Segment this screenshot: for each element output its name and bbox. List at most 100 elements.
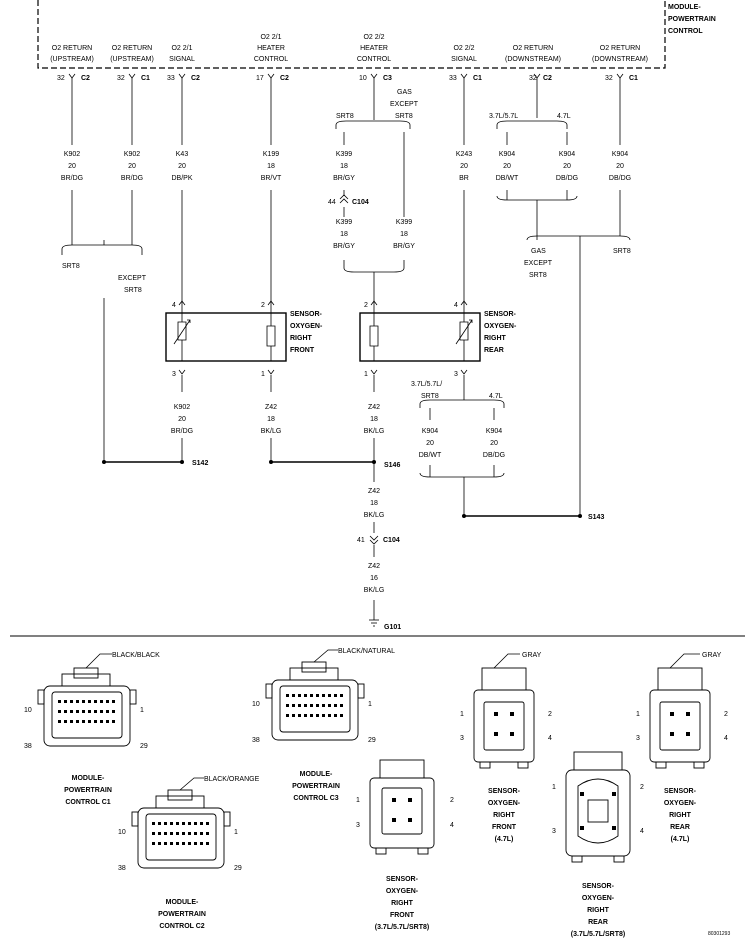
connector-pin: 4: [724, 735, 728, 742]
connector-pin: 10: [24, 707, 32, 714]
connector-pin: 29: [140, 743, 148, 750]
connector-name: OXYGEN-: [386, 888, 419, 895]
connector-ref: C3: [383, 75, 392, 82]
pin-label: O2 RETURN: [52, 45, 92, 52]
sensor-pin: 1: [364, 371, 368, 378]
connector-name: (3.7L/5.7L/SRT8): [571, 931, 625, 938]
connector-name: SENSOR-: [488, 788, 521, 795]
module-pin-chevrons: [68, 73, 624, 79]
branch-gas-line2: EXCEPT: [524, 260, 553, 267]
wire-gauge: 20: [563, 163, 571, 170]
sensor-oxygen-right-front: 4 2 3 1 SENSOR- OXYGEN- RIGHT FRONT: [165, 300, 323, 378]
pin-number: 33: [167, 75, 175, 82]
connector-pin: 1: [140, 707, 144, 714]
connector-ref: C2: [81, 75, 90, 82]
connector-pin: 1: [356, 797, 360, 804]
wire-color: DB/WT: [419, 452, 442, 459]
connector-pin: 3: [460, 735, 464, 742]
connector-pin: 1: [234, 829, 238, 836]
connector-name: CONTROL C2: [159, 923, 204, 930]
branch-except-srt8-line2: SRT8: [124, 287, 142, 294]
connector-pin: 1: [636, 711, 640, 718]
wire-color: BK/LG: [364, 428, 385, 435]
connector-pin: 29: [234, 865, 242, 872]
wire-gauge: 18: [267, 163, 275, 170]
wire-color: BR: [459, 175, 469, 182]
wire-labels-upper: K902 20 BR/DG K902 20 BR/DG K43 20 DB/PK…: [61, 151, 631, 250]
wire-id: K904: [486, 428, 502, 435]
wire-gauge: 20: [460, 163, 468, 170]
connector-name: REAR: [670, 824, 690, 831]
connector-pcm-c2: BLACK/ORANGE 10 1 38 29 MODULE- POWERTRA…: [118, 776, 260, 930]
wire-gauge: 20: [503, 163, 511, 170]
wire-color: BR/GY: [333, 175, 355, 182]
wire-gauge: 16: [370, 575, 378, 582]
sensor-pin: 3: [454, 371, 458, 378]
inline-connector-ref: C104: [352, 199, 369, 206]
sensor-pin: 4: [454, 302, 458, 309]
inline-connector-c104-upper: 44 C104: [328, 194, 369, 206]
branch-47: 4.7L: [489, 393, 503, 400]
wire-id: K902: [174, 404, 190, 411]
pin-label: (UPSTREAM): [110, 56, 154, 63]
splice-dot: [578, 514, 582, 518]
splice-dot: [102, 460, 106, 464]
pin-number: 32: [529, 75, 537, 82]
wire-id: K902: [64, 151, 80, 158]
module-pin-labels: O2 RETURN (UPSTREAM) O2 RETURN (UPSTREAM…: [50, 34, 648, 63]
wire-id: Z42: [368, 563, 380, 570]
branch-except-srt8-line1: EXCEPT: [118, 275, 147, 282]
wire-color: BK/LG: [364, 587, 385, 594]
wire-gauge: 20: [68, 163, 76, 170]
connector-pcm-c3: BLACK/NATURAL 10 1 38 29 MODULE- POWERTR…: [252, 648, 395, 802]
connector-pin: 3: [356, 822, 360, 829]
connector-pin: 1: [368, 701, 372, 708]
connector-pin: 1: [460, 711, 464, 718]
connector-color: GRAY: [522, 652, 542, 659]
branch-labels: SRT8 EXCEPT SRT8 SRT8 GAS EXCEPT SRT8 3.…: [62, 89, 631, 400]
pin-number: 17: [256, 75, 264, 82]
wire-color: BR/GY: [333, 243, 355, 250]
branch-gas-line2: EXCEPT: [390, 101, 419, 108]
wire-id: K904: [499, 151, 515, 158]
connector-pin: 4: [640, 828, 644, 835]
connector-pin: 4: [548, 735, 552, 742]
pin-label: O2 RETURN: [112, 45, 152, 52]
inline-connector-ref: C104: [383, 537, 400, 544]
pin-label: O2 2/2: [453, 45, 474, 52]
sensor-label: RIGHT: [484, 335, 507, 342]
connector-name: RIGHT: [493, 812, 516, 819]
connector-o2-rear-47: GRAY 1 2 3 4 SENSOR- OXYGEN- RIGHT REAR …: [636, 652, 728, 843]
pin-label: CONTROL: [254, 56, 288, 63]
pin-number: 33: [449, 75, 457, 82]
sensor-label: OXYGEN-: [484, 323, 517, 330]
wire-id: K904: [559, 151, 575, 158]
wire-id: K43: [176, 151, 189, 158]
wire-id: K904: [422, 428, 438, 435]
splice-s142: S142: [192, 460, 208, 467]
wire-paths: [10, 78, 745, 637]
connector-name: SENSOR-: [582, 883, 615, 890]
wire-gauge: 18: [370, 500, 378, 507]
wire-gauge: 20: [490, 440, 498, 447]
connector-name: (3.7L/5.7L/SRT8): [375, 924, 429, 931]
connector-color: BLACK/BLACK: [112, 652, 160, 659]
connector-name: FRONT: [390, 912, 415, 919]
wire-color: DB/DG: [556, 175, 578, 182]
wire-id: K243: [456, 151, 472, 158]
branch-gas-line3: SRT8: [395, 113, 413, 120]
sensor-label: SENSOR-: [290, 311, 323, 318]
wire-id: K199: [263, 151, 279, 158]
pin-label: CONTROL: [357, 56, 391, 63]
figure-id: 80301293: [708, 931, 730, 937]
pin-label: (UPSTREAM): [50, 56, 94, 63]
branch-375-srt8-line1: 3.7L/5.7L/: [411, 381, 442, 388]
connector-o2-front-47: GRAY 1 2 3 4 SENSOR- OXYGEN- RIGHT FRONT…: [460, 652, 552, 843]
sensor-pin: 1: [261, 371, 265, 378]
wire-color: BR/VT: [261, 175, 282, 182]
wire-color: BR/DG: [171, 428, 193, 435]
branch-srt8: SRT8: [613, 248, 631, 255]
sensor-label: SENSOR-: [484, 311, 517, 318]
pin-label: (DOWNSTREAM): [592, 56, 648, 63]
module-title-line1: MODULE-: [668, 4, 701, 11]
